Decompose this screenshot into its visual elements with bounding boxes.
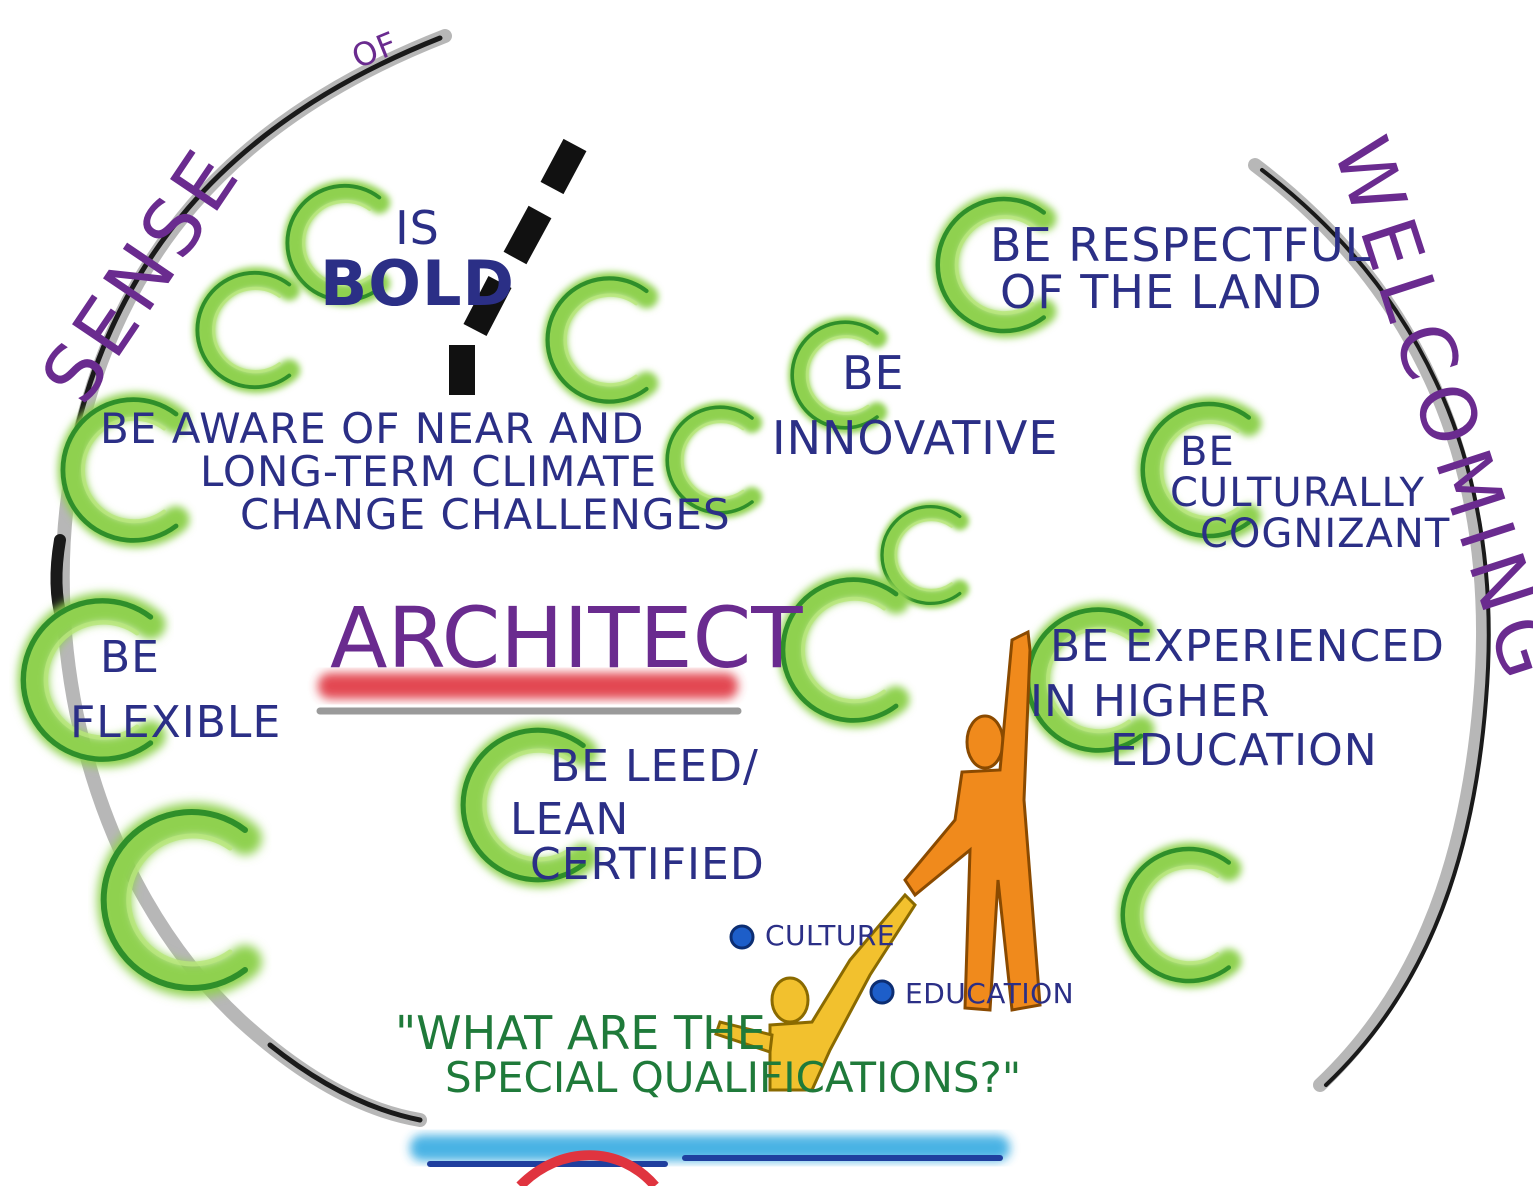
quality-culturally: BE CULTURALLY COGNIZANT [1170, 432, 1450, 554]
quote-line-2: SPECIAL QUALIFICATIONS?" [445, 1052, 1022, 1102]
quality-line: BE RESPECTFUL [990, 218, 1372, 272]
quote-text: "WHAT ARE THE SPECIAL QUALIFICATIONS?" [395, 1010, 1021, 1100]
right-arc [1248, 158, 1491, 1092]
quality-line: BE EXPERIENCED [1050, 621, 1445, 672]
quality-line: OF THE LAND [1000, 264, 1323, 319]
quality-leed: BE LEED/ LEAN CERTIFIED [510, 741, 765, 890]
quality-line: CULTURALLY [1170, 469, 1425, 516]
quality-line: CHANGE CHALLENGES [240, 489, 731, 539]
quality-line: LEAN [510, 793, 630, 845]
quality-line: INNOVATIVE [772, 410, 1059, 465]
quality-line: FLEXIBLE [70, 696, 282, 748]
quality-line: LONG-TERM CLIMATE [200, 446, 658, 496]
quality-line: EDUCATION [1110, 724, 1378, 776]
education-bullet-icon [869, 979, 895, 1005]
quality-is-bold: IS BOLD [320, 201, 515, 320]
quality-respectful: BE RESPECTFUL OF THE LAND [990, 222, 1371, 316]
quality-line: CERTIFIED [530, 838, 765, 890]
architect-title: ARCHITECT [330, 589, 803, 687]
quality-flexible: BE FLEXIBLE [70, 632, 282, 748]
quality-experienced: BE EXPERIENCED IN HIGHER EDUCATION [1030, 621, 1445, 776]
quality-line: BE [1180, 429, 1235, 475]
quality-line: IN HIGHER [1030, 675, 1271, 727]
yellow-figure-icon [714, 892, 917, 1092]
education-tag: EDUCATION [905, 977, 1075, 1010]
orange-figure-icon [903, 629, 1042, 1012]
quality-line: BE [100, 632, 160, 683]
quality-innovative: BE INNOVATIVE [772, 350, 1058, 462]
quality-line: BE [842, 346, 905, 400]
quality-line: COGNIZANT [1200, 510, 1451, 557]
architect-underline [316, 673, 742, 715]
quote-underline [410, 1135, 1010, 1186]
quote-line-1: "WHAT ARE THE [395, 1006, 766, 1060]
quality-climate: BE AWARE OF NEAR AND LONG-TERM CLIMATE C… [100, 404, 731, 539]
quality-line: IS [395, 201, 440, 255]
quality-line: BE AWARE OF NEAR AND [100, 404, 645, 453]
quality-line: BE LEED/ [550, 741, 759, 792]
quality-line: BOLD [320, 246, 515, 320]
dashed-connector [449, 138, 587, 395]
culture-tag: CULTURE [765, 919, 896, 952]
culture-bullet-icon [729, 924, 755, 950]
